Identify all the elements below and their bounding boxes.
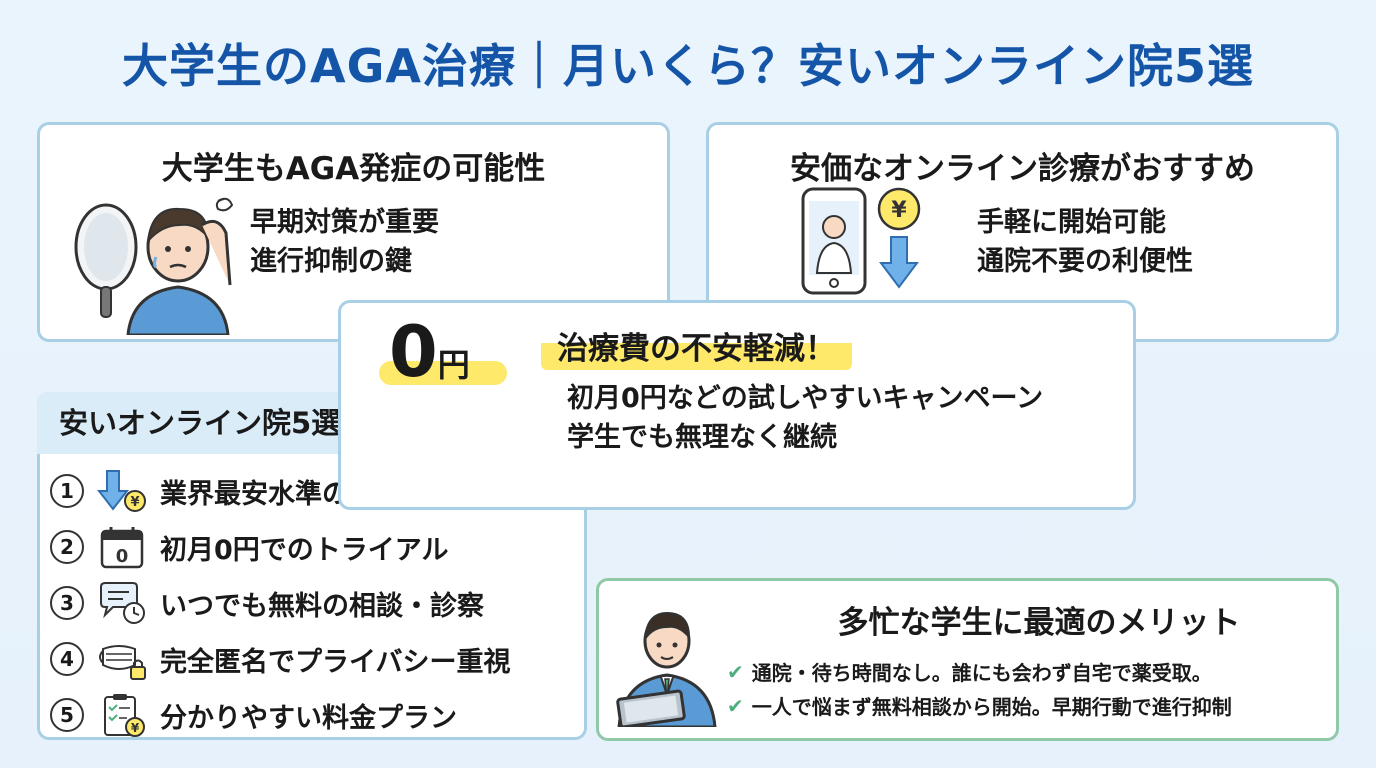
mask-lock-icon: [96, 635, 148, 683]
zero-unit: 円: [437, 346, 470, 384]
feature-item: 3 いつでも無料の相談・診察: [50, 579, 484, 627]
merit-item: ✔ 通院・待ち時間なし。誰にも会わず自宅で薬受取。: [727, 657, 1212, 686]
aga-risk-line: 早期対策が重要: [250, 207, 439, 238]
feature-number: 2: [50, 530, 84, 564]
cost-card: 0円 治療費の不安軽減！ 初月0円などの試しやすいキャンペーン 学生でも無理なく…: [338, 300, 1136, 510]
online-clinic-line: 手軽に開始可能: [977, 207, 1166, 238]
svg-text:¥: ¥: [131, 721, 140, 735]
feature-label: いつでも無料の相談・診察: [160, 590, 484, 622]
smartphone-doctor-yen-icon: ¥: [797, 187, 937, 301]
feature-number: 5: [50, 698, 84, 732]
worried-student-mirror-icon: [68, 185, 248, 339]
cost-line: 初月0円などの試しやすいキャンペーン: [567, 383, 1044, 414]
feature-item: 2 0 初月0円でのトライアル: [50, 523, 449, 571]
calendar-zero-icon: 0: [96, 523, 148, 571]
svg-text:¥: ¥: [891, 198, 907, 223]
chat-clock-icon: [96, 579, 148, 627]
online-clinic-line: 通院不要の利便性: [977, 246, 1193, 278]
page-title: 大学生のAGA治療｜月いくら？安いオンライン院5選: [122, 39, 1254, 93]
student-tablet-icon: [609, 599, 729, 731]
cost-highlight-heading: 治療費の不安軽減！: [541, 321, 852, 370]
merit-text: 通院・待ち時間なし。誰にも会わず自宅で薬受取。: [751, 661, 1212, 685]
feature-number: 4: [50, 642, 84, 676]
check-icon: ✔: [727, 659, 744, 684]
feature-number: 3: [50, 586, 84, 620]
cost-line: 学生でも無理なく継続: [567, 422, 837, 454]
feature-item: 4 完全匿名でプライバシー重視: [50, 635, 510, 683]
online-clinic-heading: 安価なオンライン診療がおすすめ: [790, 151, 1255, 187]
feature-label: 分かりやすい料金プラン: [160, 702, 457, 734]
zero-yen-figure: 0円: [389, 317, 470, 387]
merit-heading: 多忙な学生に最適のメリット: [837, 605, 1241, 641]
check-icon: ✔: [727, 693, 744, 718]
aga-risk-heading: 大学生もAGA発症の可能性: [161, 151, 546, 187]
zero-highlight: [379, 361, 507, 385]
merit-card: 多忙な学生に最適のメリット ✔ 通院・待ち時間なし。誰にも会わず自宅で薬受取。 …: [596, 578, 1339, 741]
aga-risk-line: 進行抑制の鍵: [250, 246, 412, 278]
price-down-yen-icon: ¥: [96, 467, 148, 515]
clipboard-yen-icon: ¥: [96, 691, 148, 739]
svg-text:¥: ¥: [130, 495, 139, 510]
merit-text: 一人で悩まず無料相談から開始。早期行動で進行抑制: [751, 695, 1232, 719]
feature-item: 5 ¥ 分かりやすい料金プラン: [50, 691, 457, 739]
merit-item: ✔ 一人で悩まず無料相談から開始。早期行動で進行抑制: [727, 691, 1232, 720]
feature-label: 初月0円でのトライアル: [160, 534, 449, 566]
feature-label: 完全匿名でプライバシー重視: [160, 646, 511, 678]
feature-number: 1: [50, 474, 84, 508]
svg-text:0: 0: [116, 546, 129, 567]
zero-number: 0: [389, 311, 438, 393]
